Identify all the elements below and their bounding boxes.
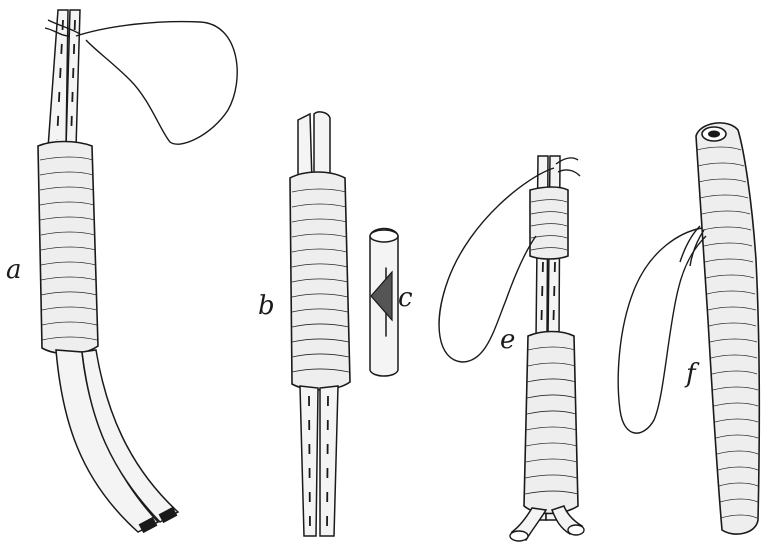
- label-b: b: [258, 291, 275, 321]
- item-f-wrapped-reed: [618, 123, 759, 534]
- item-f-thread-loop: [618, 228, 706, 433]
- label-f: f: [684, 359, 700, 389]
- item-e-upper-wrapping: [530, 187, 568, 259]
- item-a-bound-reeds: [38, 10, 237, 533]
- label-e: e: [500, 325, 515, 355]
- item-c-notched-reed: [370, 229, 398, 377]
- label-c: c: [398, 283, 413, 313]
- label-a: a: [6, 255, 22, 285]
- item-e-lower-wrapping: [524, 332, 578, 514]
- item-b-bound-reeds: [290, 112, 350, 536]
- item-a-thread-loop: [76, 22, 237, 145]
- item-f-wrapping: [696, 123, 759, 534]
